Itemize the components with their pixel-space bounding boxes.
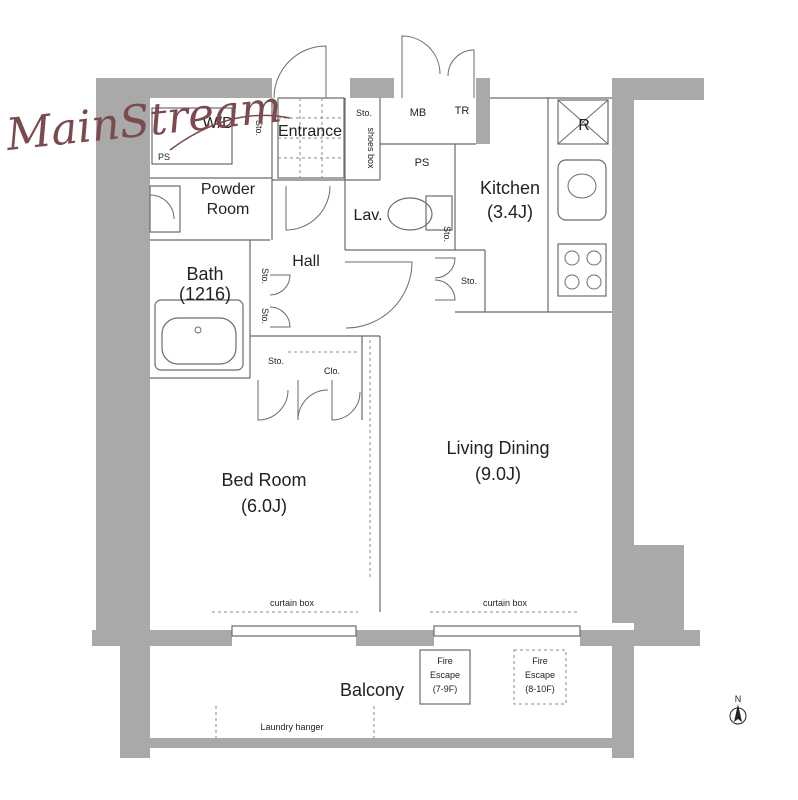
partitions (150, 97, 612, 612)
north-label: N (735, 694, 742, 704)
fire-escape-2-line1: Fire (532, 656, 548, 666)
sto-label-lav: Sto. (442, 226, 452, 242)
lav-label: Lav. (353, 207, 382, 224)
ps-label-1: PS (158, 152, 170, 162)
north-arrow-icon: N (729, 694, 747, 725)
curtain-box-label-1: curtain box (270, 598, 315, 608)
hall-label: Hall (292, 253, 320, 270)
entrance-label: Entrance (278, 123, 342, 140)
sto-label-bed: Sto. (268, 356, 284, 366)
mb-label: MB (410, 107, 427, 119)
sto-label-hall: Sto. (461, 276, 477, 286)
bed-room-size: (6.0J) (241, 496, 287, 516)
living-dining-label: Living Dining (446, 438, 549, 458)
shoes-box-label: shoes box (366, 127, 376, 169)
powder-room-label-2: Room (207, 201, 250, 218)
bed-room-label: Bed Room (221, 470, 306, 490)
tr-label: TR (455, 105, 470, 117)
fixtures (149, 97, 609, 738)
bath-label: Bath (186, 264, 223, 284)
fire-escape-1-line2: Escape (430, 670, 460, 680)
fire-escape-1-line1: Fire (437, 656, 453, 666)
walls (92, 78, 704, 758)
sto-label-entrance: Sto. (356, 108, 372, 118)
fire-escape-2-line2: Escape (525, 670, 555, 680)
powder-room-label-1: Powder (201, 181, 256, 198)
laundry-hanger-label: Laundry hanger (260, 722, 323, 732)
fire-escape-1-line3: (7-9F) (433, 684, 458, 694)
room-labels: W/D PS Sto. Entrance Sto. shoes box MB T… (158, 105, 590, 732)
sto-label-wd: Sto. (254, 120, 264, 136)
refrigerator-label: R (578, 117, 590, 134)
curtain-box-label-2: curtain box (483, 598, 528, 608)
fire-escape-2-line3: (8-10F) (525, 684, 555, 694)
kitchen-label: Kitchen (480, 178, 540, 198)
balcony-label: Balcony (340, 680, 404, 700)
closet-label: Clo. (324, 366, 340, 376)
ps-label-2: PS (415, 157, 430, 169)
sto-label-bath-2: Sto. (260, 308, 270, 324)
kitchen-size: (3.4J) (487, 202, 533, 222)
bath-size: (1216) (179, 284, 231, 304)
doors (149, 35, 475, 421)
living-dining-size: (9.0J) (475, 464, 521, 484)
sto-label-bath-1: Sto. (260, 268, 270, 284)
